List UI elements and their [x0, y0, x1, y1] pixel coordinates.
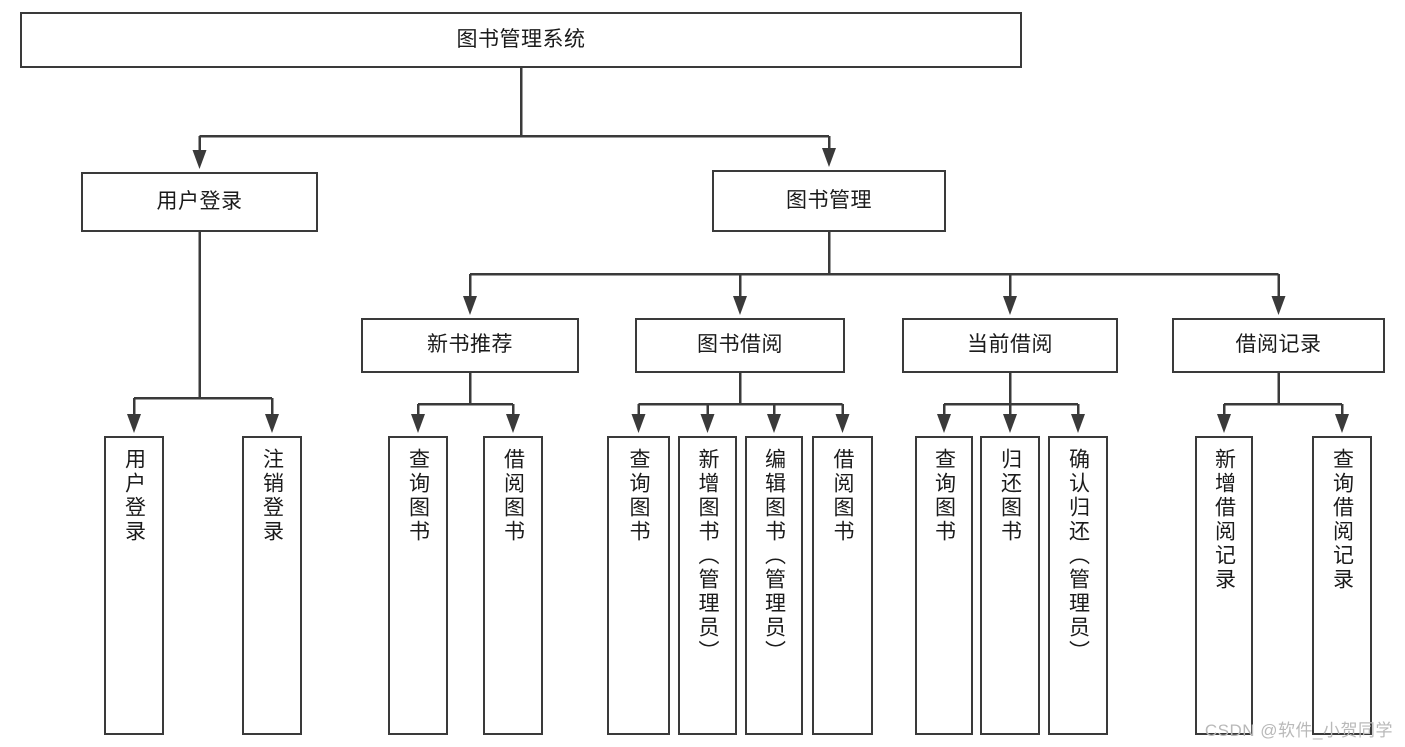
node-label: 新书推荐 — [427, 333, 513, 357]
node-leaf-confirm-return[interactable]: 确认归还（管理员） — [1048, 436, 1108, 735]
node-root[interactable]: 图书管理系统 — [20, 12, 1022, 68]
arrowhead — [265, 414, 279, 433]
node-leaf-query-record[interactable]: 查询借阅记录 — [1312, 436, 1372, 735]
arrowhead — [192, 150, 207, 169]
node-leaf-query-book-1[interactable]: 查询图书 — [388, 436, 448, 735]
node-label: 用户登录 — [156, 189, 243, 213]
node-label: 图书管理系统 — [456, 27, 586, 51]
node-leaf-logout[interactable]: 注销登录 — [242, 436, 302, 735]
node-leaf-edit-book[interactable]: 编辑图书（管理员） — [745, 436, 803, 735]
node-leaf-borrow-book-2[interactable]: 借阅图书 — [812, 436, 873, 735]
arrowhead — [631, 414, 646, 433]
node-leaf-query-book-2[interactable]: 查询图书 — [607, 436, 670, 735]
arrowhead — [1003, 296, 1017, 315]
node-label: 新增借阅记录 — [1212, 448, 1236, 592]
node-label: 查询图书 — [406, 448, 430, 544]
watermark: CSDN @软件_小贺同学 — [1204, 721, 1393, 740]
node-label: 借阅记录 — [1235, 333, 1322, 357]
arrowhead — [127, 414, 141, 433]
node-label: 归还图书 — [998, 448, 1022, 544]
arrowhead — [835, 414, 850, 433]
arrowhead — [463, 296, 477, 315]
node-label: 查询借阅记录 — [1330, 448, 1354, 592]
arrowhead — [411, 414, 425, 433]
node-leaf-add-record[interactable]: 新增借阅记录 — [1195, 436, 1253, 735]
arrowhead — [767, 414, 781, 433]
arrowhead — [937, 414, 951, 433]
node-book-borrow[interactable]: 图书借阅 — [635, 318, 845, 373]
node-label: 编辑图书（管理员） — [762, 448, 786, 664]
node-leaf-borrow-book-1[interactable]: 借阅图书 — [483, 436, 543, 735]
node-label: 图书借阅 — [697, 333, 783, 357]
arrowhead — [1003, 414, 1017, 433]
node-label: 借阅图书 — [501, 448, 525, 544]
node-user-login[interactable]: 用户登录 — [81, 172, 318, 232]
node-label: 确认归还（管理员） — [1066, 448, 1090, 664]
node-new-book-rec[interactable]: 新书推荐 — [361, 318, 579, 373]
node-label: 用户登录 — [122, 448, 146, 544]
arrowhead — [1217, 414, 1231, 433]
node-leaf-user-login[interactable]: 用户登录 — [104, 436, 164, 735]
node-label: 借阅图书 — [831, 448, 854, 544]
arrowhead — [700, 414, 715, 433]
node-leaf-add-book[interactable]: 新增图书（管理员） — [678, 436, 737, 735]
node-label: 查询图书 — [932, 448, 956, 544]
node-borrow-record[interactable]: 借阅记录 — [1172, 318, 1385, 373]
arrowhead — [1071, 414, 1085, 433]
arrowhead — [822, 148, 836, 167]
node-book-manage[interactable]: 图书管理 — [712, 170, 946, 232]
arrowhead — [733, 296, 747, 315]
node-label: 当前借阅 — [967, 333, 1053, 357]
node-leaf-query-book-3[interactable]: 查询图书 — [915, 436, 973, 735]
node-label: 注销登录 — [260, 448, 284, 544]
node-label: 新增图书（管理员） — [696, 448, 719, 664]
arrowhead — [506, 414, 520, 433]
node-leaf-return-book[interactable]: 归还图书 — [980, 436, 1040, 735]
node-label: 查询图书 — [627, 448, 650, 544]
node-label: 图书管理 — [786, 188, 872, 212]
arrowhead — [1271, 296, 1286, 315]
node-current-borrow[interactable]: 当前借阅 — [902, 318, 1118, 373]
arrowhead — [1335, 414, 1349, 433]
